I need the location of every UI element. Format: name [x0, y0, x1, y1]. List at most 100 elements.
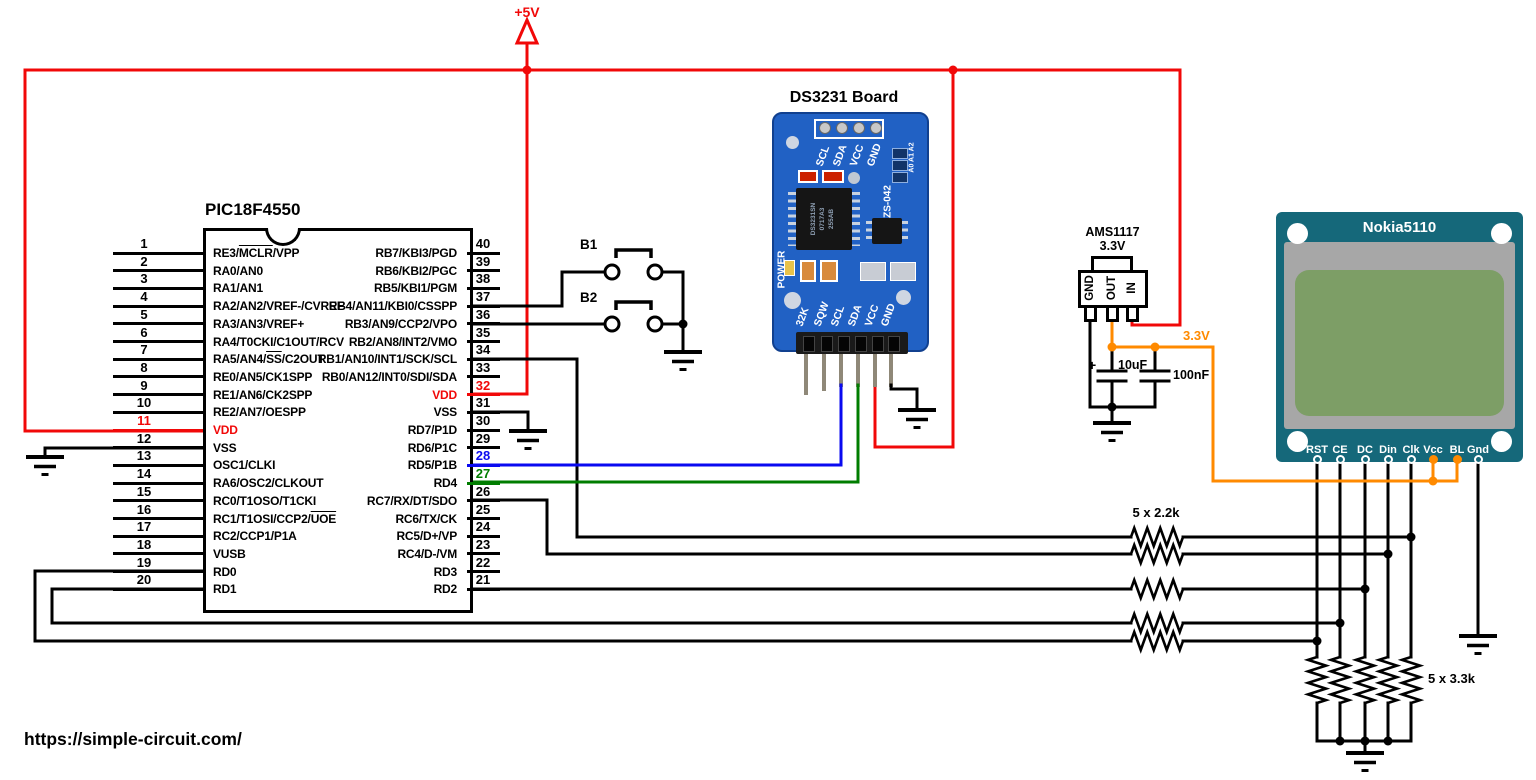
pin-label: RE2/AN7/OESPP	[213, 405, 306, 420]
pin-label: OSC1/CLKI	[213, 458, 276, 473]
pin-stub	[113, 393, 203, 397]
pin-label: RB2/AN8/INT2/VMO	[348, 334, 457, 349]
pin-stub	[113, 251, 203, 255]
rtc-resistor	[822, 170, 844, 183]
pin-stub	[467, 410, 500, 414]
button-b2-label: B2	[580, 290, 598, 305]
pin-stub	[113, 517, 203, 520]
pin-stub	[113, 481, 203, 485]
pin-stub	[113, 322, 203, 326]
pin-stub	[113, 375, 203, 379]
pin-number: 4	[140, 289, 148, 305]
pin-stub	[467, 517, 500, 520]
pic18f4550-chip	[203, 228, 473, 613]
pin-number: 33	[475, 359, 491, 375]
pin-label: RB6/KBI2/PGC	[375, 263, 457, 278]
pin-stub	[113, 446, 203, 450]
pin-stub	[467, 570, 500, 574]
pin-number: 34	[475, 342, 491, 358]
pulldown-resistors-label: 5 x 3.3k	[1428, 671, 1475, 686]
pin-number: 21	[475, 572, 491, 588]
lcd-pin-pad	[1383, 455, 1393, 464]
lcd-pin-pad	[1335, 455, 1345, 464]
pin-label: RE3/MCLR/VPP	[213, 246, 300, 260]
pin-number: 9	[140, 377, 148, 393]
lcd-pin-label: DC	[1357, 444, 1373, 456]
pin-number: 20	[136, 572, 152, 588]
pin-number: 8	[140, 359, 148, 375]
source-url: https://simple-circuit.com/	[24, 729, 242, 749]
pin-stub	[113, 499, 203, 503]
rtc-led	[784, 260, 795, 276]
pin-stub	[467, 534, 500, 538]
pin-stub	[113, 587, 203, 591]
pin-number: 30	[475, 413, 491, 428]
pin-stub	[467, 481, 500, 485]
pin-label: RC0/T1OSO/T1CKI	[213, 493, 317, 508]
pin-label: RA0/AN0	[213, 263, 263, 278]
pin-number: 22	[475, 554, 491, 570]
pin-label: RA4/T0CKI/C1OUT/RCV	[213, 334, 344, 349]
pin-label: RB4/AN11/KBI0/CSSPP	[328, 299, 457, 314]
lcd-title: Nokia5110	[1362, 219, 1437, 236]
mounting-hole	[1287, 431, 1308, 452]
rtc-cap	[820, 260, 838, 282]
regulator-name: AMS1117	[1085, 225, 1140, 239]
rail-3v3-label: 3.3V	[1183, 328, 1210, 343]
lcd-frame	[1284, 242, 1515, 429]
pin-number: 3	[140, 271, 148, 287]
pin-label: RB0/AN12/INT0/SDI/SDA	[321, 369, 457, 384]
pin-number: 5	[140, 306, 148, 322]
pin-number: 10	[136, 395, 152, 411]
pin-stub	[467, 304, 500, 308]
lcd-screen	[1295, 270, 1504, 416]
pin-number: 38	[475, 271, 491, 287]
pin-stub	[113, 428, 203, 432]
lcd-pin-label: Din	[1379, 444, 1397, 456]
pin-stub	[467, 587, 500, 591]
pin-label: RC7/RX/DT/SDO	[366, 493, 457, 508]
lcd-pin-pad	[1312, 455, 1322, 464]
pin-number: 13	[136, 448, 152, 464]
lcd-pin-pad	[1428, 455, 1438, 464]
chip-notch	[265, 228, 301, 246]
rtc-addr-pads	[892, 148, 908, 159]
rtc-title: DS3231 Board	[789, 89, 899, 106]
rtc-addr-pads	[892, 172, 908, 183]
rtc-hole	[784, 292, 801, 309]
pin-number: 18	[136, 536, 152, 552]
pin-number: 31	[475, 395, 491, 411]
cap1-label: 10uF	[1118, 358, 1148, 372]
lcd-pin-label: Gnd	[1467, 444, 1489, 456]
pin-stub	[113, 534, 203, 538]
pin-stub	[467, 340, 500, 343]
pin-stub	[113, 286, 203, 290]
pin-number: 39	[475, 253, 491, 269]
pin-stub	[467, 463, 500, 467]
rtc-header-pin	[855, 336, 867, 352]
lcd-pin-pad	[1360, 455, 1370, 464]
pin-number: 11	[137, 413, 151, 428]
pin-number: 25	[475, 501, 491, 517]
pin-stub	[467, 446, 500, 450]
cap1-polarity: +	[1088, 357, 1097, 373]
rtc-eeprom-ic	[872, 218, 902, 244]
regulator-pin-out-label: OUT	[1106, 275, 1118, 301]
pin-number: 17	[136, 519, 152, 535]
rtc-addr-pads	[892, 160, 908, 171]
pin-number: 28	[475, 448, 491, 464]
ic-legs	[788, 192, 796, 246]
pic-title: PIC18F4550	[205, 200, 301, 219]
pin-stub	[113, 304, 203, 308]
pin-label: RA2/AN2/VREF-/CVREF	[213, 299, 344, 314]
pin-number: 7	[140, 342, 148, 358]
ic-legs	[866, 221, 872, 241]
pin-number: 12	[136, 430, 152, 446]
pin-number: 19	[136, 554, 152, 570]
pin-label: VDD	[213, 423, 238, 437]
pin-number: 1	[140, 236, 148, 251]
rtc-main-ic	[796, 188, 852, 250]
pin-stub	[467, 428, 500, 432]
pin-stub	[113, 463, 203, 467]
